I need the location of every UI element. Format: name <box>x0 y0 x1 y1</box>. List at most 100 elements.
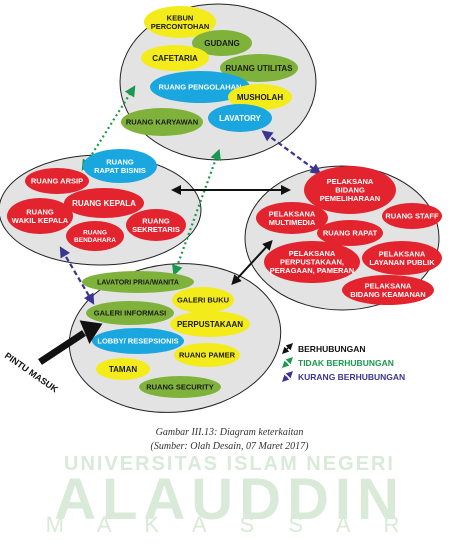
zone-label: RUANG <box>106 157 134 166</box>
zone-public-1: GALERI BUKU <box>172 287 234 313</box>
legend-weak-label: KURANG BERHUBUNGAN <box>298 372 405 382</box>
zone-public-5: RUANG PAMER <box>174 343 240 367</box>
legend-not-connected-swatch <box>282 357 293 368</box>
zone-public-2: GALERI INFORMASI <box>86 301 174 325</box>
zone-shape <box>362 241 442 275</box>
zone-shape <box>83 149 157 183</box>
zone-shape <box>7 198 73 234</box>
watermark-name: ALAUDDIN <box>54 467 405 532</box>
zone-label: PELAKSANA <box>289 249 336 258</box>
zone-shape <box>220 54 298 82</box>
zone-shape <box>25 168 89 194</box>
zone-shape <box>66 221 124 251</box>
zone-label: RUANG PAMER <box>179 351 236 360</box>
zone-label: BIDANG <box>335 186 365 195</box>
zone-label: MUSHOLAH <box>237 93 283 102</box>
zone-shape <box>96 358 150 380</box>
zone-shape <box>208 104 272 132</box>
zone-label: RAPAT BISNIS <box>94 166 146 175</box>
zone-label: WAKIL KEPALA <box>12 216 69 225</box>
zone-shape <box>141 45 209 71</box>
zone-label: PEMELIHARAAN <box>320 194 380 203</box>
zone-service-4: RUANG PENGOLAHAN <box>150 71 250 103</box>
zone-label: BIDANG KEAMANAN <box>350 290 425 299</box>
zone-label: LAVATORI PRIA/WANITA <box>97 279 179 286</box>
legend-weak-swatch <box>282 371 293 382</box>
zone-label: RUANG KEPALA <box>72 199 136 208</box>
zone-shape <box>139 376 221 398</box>
zone-service-2: CAFETARIA <box>141 45 209 71</box>
zone-shape <box>192 30 252 56</box>
zone-shape <box>264 241 360 283</box>
zone-public-3: PERPUSTAKAAN <box>170 311 250 337</box>
zone-shape <box>382 203 442 229</box>
zone-label: RUANG ARSIP <box>31 177 83 186</box>
link-service-management <box>261 130 322 175</box>
zone-shape <box>174 343 240 367</box>
zone-shape <box>170 311 250 337</box>
zone-shape <box>228 84 292 110</box>
zone-shape <box>92 328 184 354</box>
zone-label: LAVATORY <box>219 114 261 123</box>
zone-shape <box>256 202 328 234</box>
zone-service-3: RUANG UTILITAS <box>220 54 298 82</box>
zone-label: RUANG STAFF <box>385 212 439 221</box>
zone-service-6: RUANG KARYAWAN <box>121 108 203 136</box>
link-service-office <box>81 85 136 171</box>
zone-label: RUANG <box>83 230 107 237</box>
figure-source: (Sumber: Olah Desain, 07 Maret 2017) <box>150 441 309 452</box>
watermark-university-line: UNIVERSITAS ISLAM NEGERI <box>64 453 395 475</box>
zone-shape <box>317 220 383 246</box>
watermark-city: M A K A S S A R <box>45 512 414 537</box>
zone-label: RUANG SECURITY <box>146 383 214 392</box>
zone-label: RUANG KARYAWAN <box>126 118 198 127</box>
zone-label: LAYANAN PUBLIK <box>369 258 435 267</box>
zone-management-2: RUANG STAFF <box>382 203 442 229</box>
zone-shape <box>82 271 194 293</box>
zone-label: RUANG <box>26 207 54 216</box>
zone-shape <box>150 71 250 103</box>
zone-public-0: LAVATORI PRIA/WANITA <box>82 271 194 293</box>
link-management-public <box>231 240 273 285</box>
zone-label: RUANG RAPAT <box>323 229 378 238</box>
zone-shape <box>86 301 174 325</box>
zone-shape <box>172 287 234 313</box>
zone-shape <box>144 6 216 38</box>
zone-label: BENDAHARA <box>74 237 116 244</box>
zone-public-4: LOBBY/ RESEPSIONIS <box>92 328 184 354</box>
legend-connected-swatch <box>282 343 293 354</box>
zone-label: LOBBY/ RESEPSIONIS <box>97 337 178 346</box>
zone-label: PERPUSTAKAAN <box>177 320 243 329</box>
zone-label: GALERI INFORMASI <box>94 309 167 318</box>
zone-label: RUANG PENGOLAHAN <box>159 83 242 92</box>
zone-public-6: TAMAN <box>96 358 150 380</box>
zone-label: PELAKSANA <box>379 249 426 258</box>
zone-label: KEBUN <box>167 13 194 22</box>
zone-label: PELAKSANA <box>327 177 374 186</box>
zone-office-1: RUANG ARSIP <box>25 168 89 194</box>
zone-label: PERAGAAN, PAMERAN <box>270 266 354 275</box>
zone-management-3: RUANG RAPAT <box>317 220 383 246</box>
zone-label: GALERI BUKU <box>177 296 229 305</box>
zone-label: PERCONTOHAN <box>151 22 210 31</box>
zone-label: RUANG <box>142 216 170 225</box>
zone-label: SEKRETARIS <box>132 225 180 234</box>
entrance-arrow <box>38 320 103 365</box>
zone-label: GUDANG <box>204 39 240 48</box>
zone-label: PELAKSANA <box>365 281 412 290</box>
zone-label: RUANG UTILITAS <box>226 64 294 73</box>
zone-service-5: MUSHOLAH <box>228 84 292 110</box>
figure-caption: Gambar III.13: Diagram keterkaitan <box>155 427 304 438</box>
zone-label: PELAKSANA <box>269 209 316 218</box>
